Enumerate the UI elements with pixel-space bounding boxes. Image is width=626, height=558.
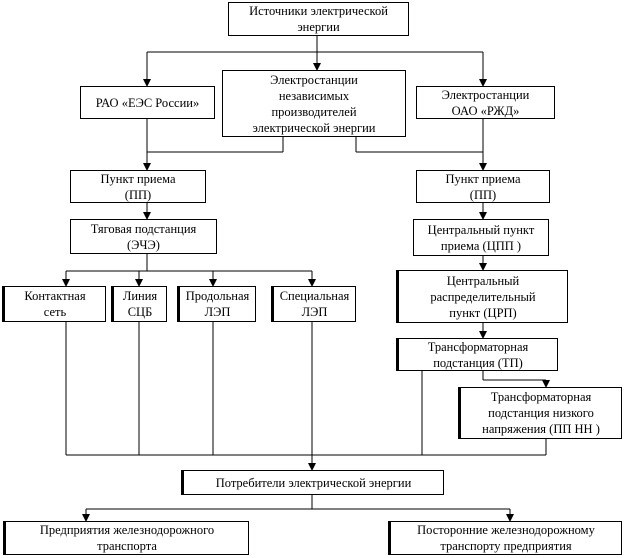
node-rail-enterprises: Предприятия железнодорожного транспорта <box>3 521 249 555</box>
node-consumers: Потребители электрической энергии <box>181 470 444 495</box>
node-crp: Центральный распределительный пункт (ЦРП… <box>396 270 568 323</box>
node-scb: Линия СЦБ <box>111 286 167 322</box>
node-rao: РАО «ЕЭС России» <box>80 86 215 119</box>
node-contact: Контактная сеть <box>2 286 106 322</box>
node-independent: Электростанции независимых производителе… <box>222 70 406 137</box>
node-outside-enterprises: Посторонние железнодорожному транспорту … <box>388 521 622 555</box>
node-longitudinal: Продольная ЛЭП <box>177 286 256 322</box>
node-rzd: Электростанции ОАО «РЖД» <box>416 86 555 119</box>
node-tp-low: Трансформаторная подстанция низкого напр… <box>458 387 622 439</box>
node-tp: Трансформаторная подстанция (ТП) <box>396 338 558 371</box>
node-special: Специальная ЛЭП <box>271 286 356 322</box>
node-traction: Тяговая подстанция (ЭЧЭ) <box>70 219 217 254</box>
node-cpp: Центральный пункт приема (ЦПП ) <box>413 219 549 256</box>
node-pp-left: Пункт приема (ПП) <box>70 170 206 203</box>
node-sources: Источники электрической энергии <box>228 2 409 36</box>
node-pp-right: Пункт приема (ПП) <box>416 170 550 203</box>
